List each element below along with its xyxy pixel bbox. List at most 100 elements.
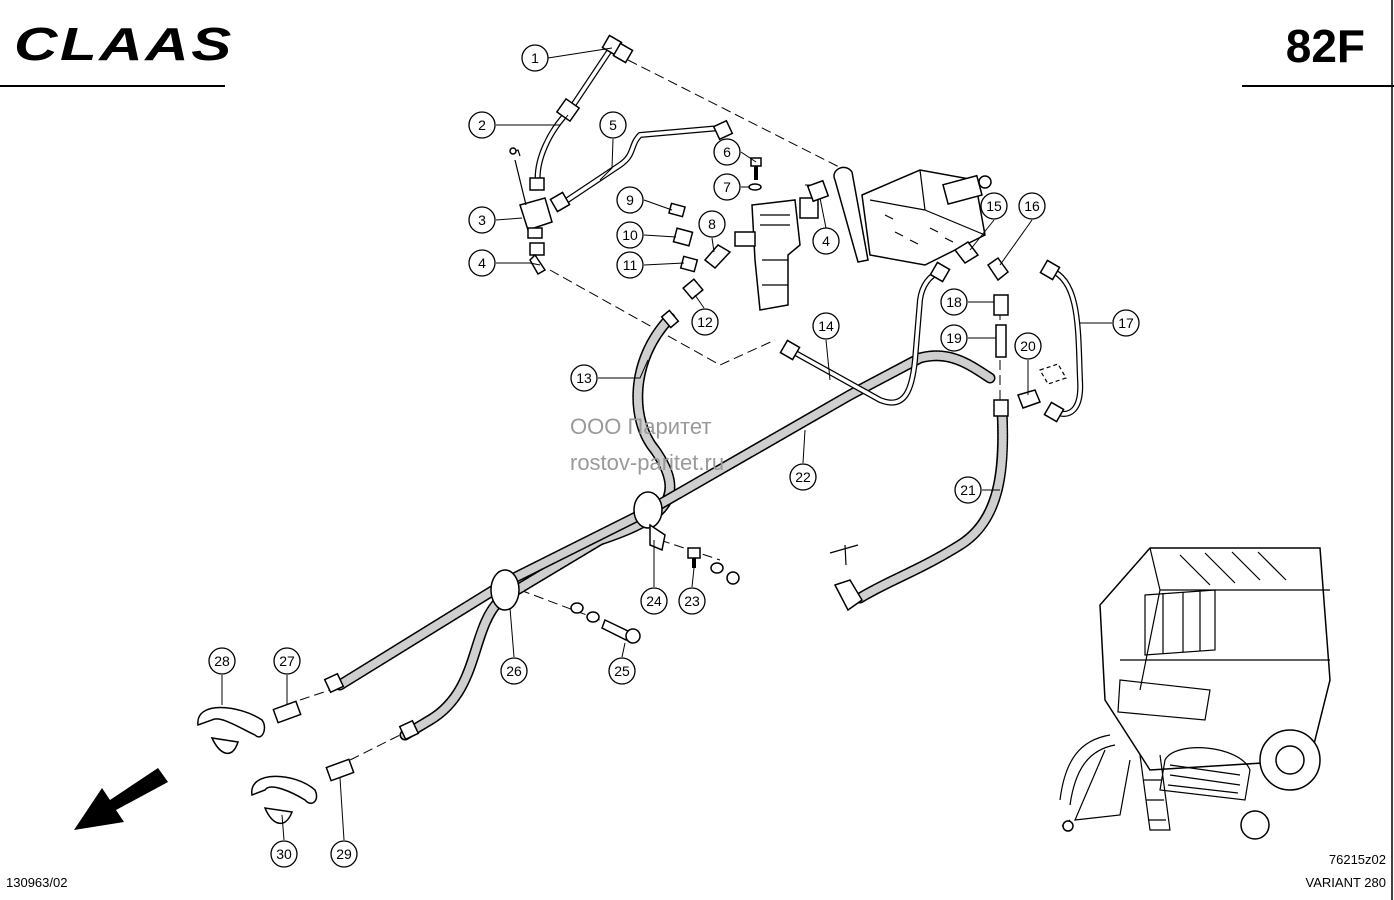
fitting-4b [806,179,830,203]
fitting-9 [668,202,686,218]
callout-23[interactable]: 23 [678,587,706,615]
fitting-18 [993,294,1009,316]
callout-25[interactable]: 25 [608,657,636,685]
callout-leaders [221,47,1112,841]
bolt-6 [750,157,762,180]
svg-text:19: 19 [946,330,962,346]
group-code: 82F [1286,20,1365,72]
watermark-line-2: rostov-paritet.ru [570,450,724,475]
brand-logo-text: CLAAS [14,18,234,70]
callout-21[interactable]: 21 [954,476,982,504]
callout-14[interactable]: 14 [812,312,840,340]
fitting-2-nut [529,97,581,213]
callout-27[interactable]: 27 [273,647,301,675]
svg-text:22: 22 [795,469,811,485]
pipe-17 [1047,267,1084,417]
fitting-4a [529,242,547,276]
clamp-26 [490,569,520,611]
svg-text:4: 4 [478,255,486,271]
model-name: VARIANT 280 [1306,875,1386,890]
svg-text:5: 5 [609,117,617,133]
fitting-15 [953,241,980,264]
fitting-20 [1017,363,1067,409]
callout-18[interactable]: 18 [940,288,968,316]
callout-9[interactable]: 9 [616,186,644,214]
group-code-block: 82F [1242,20,1394,87]
control-valve-block [833,166,992,266]
callout-19[interactable]: 19 [940,324,968,352]
pipe-5 [557,125,723,208]
bolt-25-set [570,602,641,644]
svg-text:2: 2 [478,117,486,133]
valve-3 [509,147,553,239]
callout-17[interactable]: 17 [1112,309,1140,337]
pipe-2 [534,47,613,188]
callout-2[interactable]: 2 [468,111,496,139]
bolt-23-set [687,547,740,585]
coupling-27 [272,672,345,724]
fitting-17-nut [1039,259,1065,423]
fitting-19 [995,324,1007,358]
svg-text:28: 28 [214,653,230,669]
filter-housing [734,197,819,311]
arrow-down-left-icon [74,768,168,830]
callout-24[interactable]: 24 [640,587,668,615]
callout-4a[interactable]: 4 [468,249,496,277]
svg-text:21: 21 [960,482,976,498]
callout-28[interactable]: 28 [208,647,236,675]
svg-text:4: 4 [822,233,830,249]
callout-8[interactable]: 8 [698,210,726,238]
drawing-code-left: 130963/02 [6,875,67,890]
callout-4b[interactable]: 4 [812,227,840,255]
fitting-21-ends [829,399,1009,612]
fitting-12 [660,278,704,329]
fitting-8 [703,244,732,270]
pipe-14 [787,269,943,406]
svg-text:26: 26 [506,663,522,679]
callout-10[interactable]: 10 [616,221,644,249]
drawing-code-right: 76215z02 [1329,852,1386,867]
svg-text:13: 13 [576,370,592,386]
callout-12[interactable]: 12 [691,308,719,336]
svg-text:7: 7 [723,179,731,195]
callout-11[interactable]: 11 [616,251,644,279]
fitting-1 [601,34,634,64]
callout-7[interactable]: 7 [713,173,741,201]
svg-text:20: 20 [1020,338,1036,354]
svg-text:29: 29 [336,846,352,862]
callout-5[interactable]: 5 [599,111,627,139]
callout-1[interactable]: 1 [521,44,549,72]
callout-30[interactable]: 30 [270,840,298,868]
svg-text:1: 1 [531,50,539,66]
svg-text:18: 18 [946,294,962,310]
callout-6[interactable]: 6 [713,138,741,166]
callout-3[interactable]: 3 [468,206,496,234]
svg-text:23: 23 [684,593,700,609]
fitting-5-nut [712,119,734,141]
svg-text:12: 12 [697,314,713,330]
callout-13[interactable]: 13 [570,364,598,392]
brand-logo: CLAAS [0,18,234,87]
callout-29[interactable]: 29 [330,840,358,868]
round-baler-icon [1059,547,1331,840]
svg-text:10: 10 [622,227,638,243]
svg-text:25: 25 [614,663,630,679]
coupling-29 [325,719,420,782]
svg-text:3: 3 [478,212,486,228]
callout-22[interactable]: 22 [789,463,817,491]
svg-text:24: 24 [646,593,662,609]
svg-text:11: 11 [623,257,638,273]
svg-text:9: 9 [626,192,634,208]
callout-20[interactable]: 20 [1014,332,1042,360]
fitting-14-nut [779,261,951,361]
hose-21 [854,404,1009,604]
watermark-line-1: ООО Паритет [570,414,711,439]
svg-text:6: 6 [723,144,731,160]
callout-26[interactable]: 26 [500,657,528,685]
svg-text:16: 16 [1024,198,1040,214]
callout-15[interactable]: 15 [980,192,1008,220]
callout-16[interactable]: 16 [1018,192,1046,220]
callouts: 1 2 3 4 5 6 7 4 9 10 11 8 12 13 14 15 16… [208,44,1140,868]
fitting-11 [679,255,699,273]
